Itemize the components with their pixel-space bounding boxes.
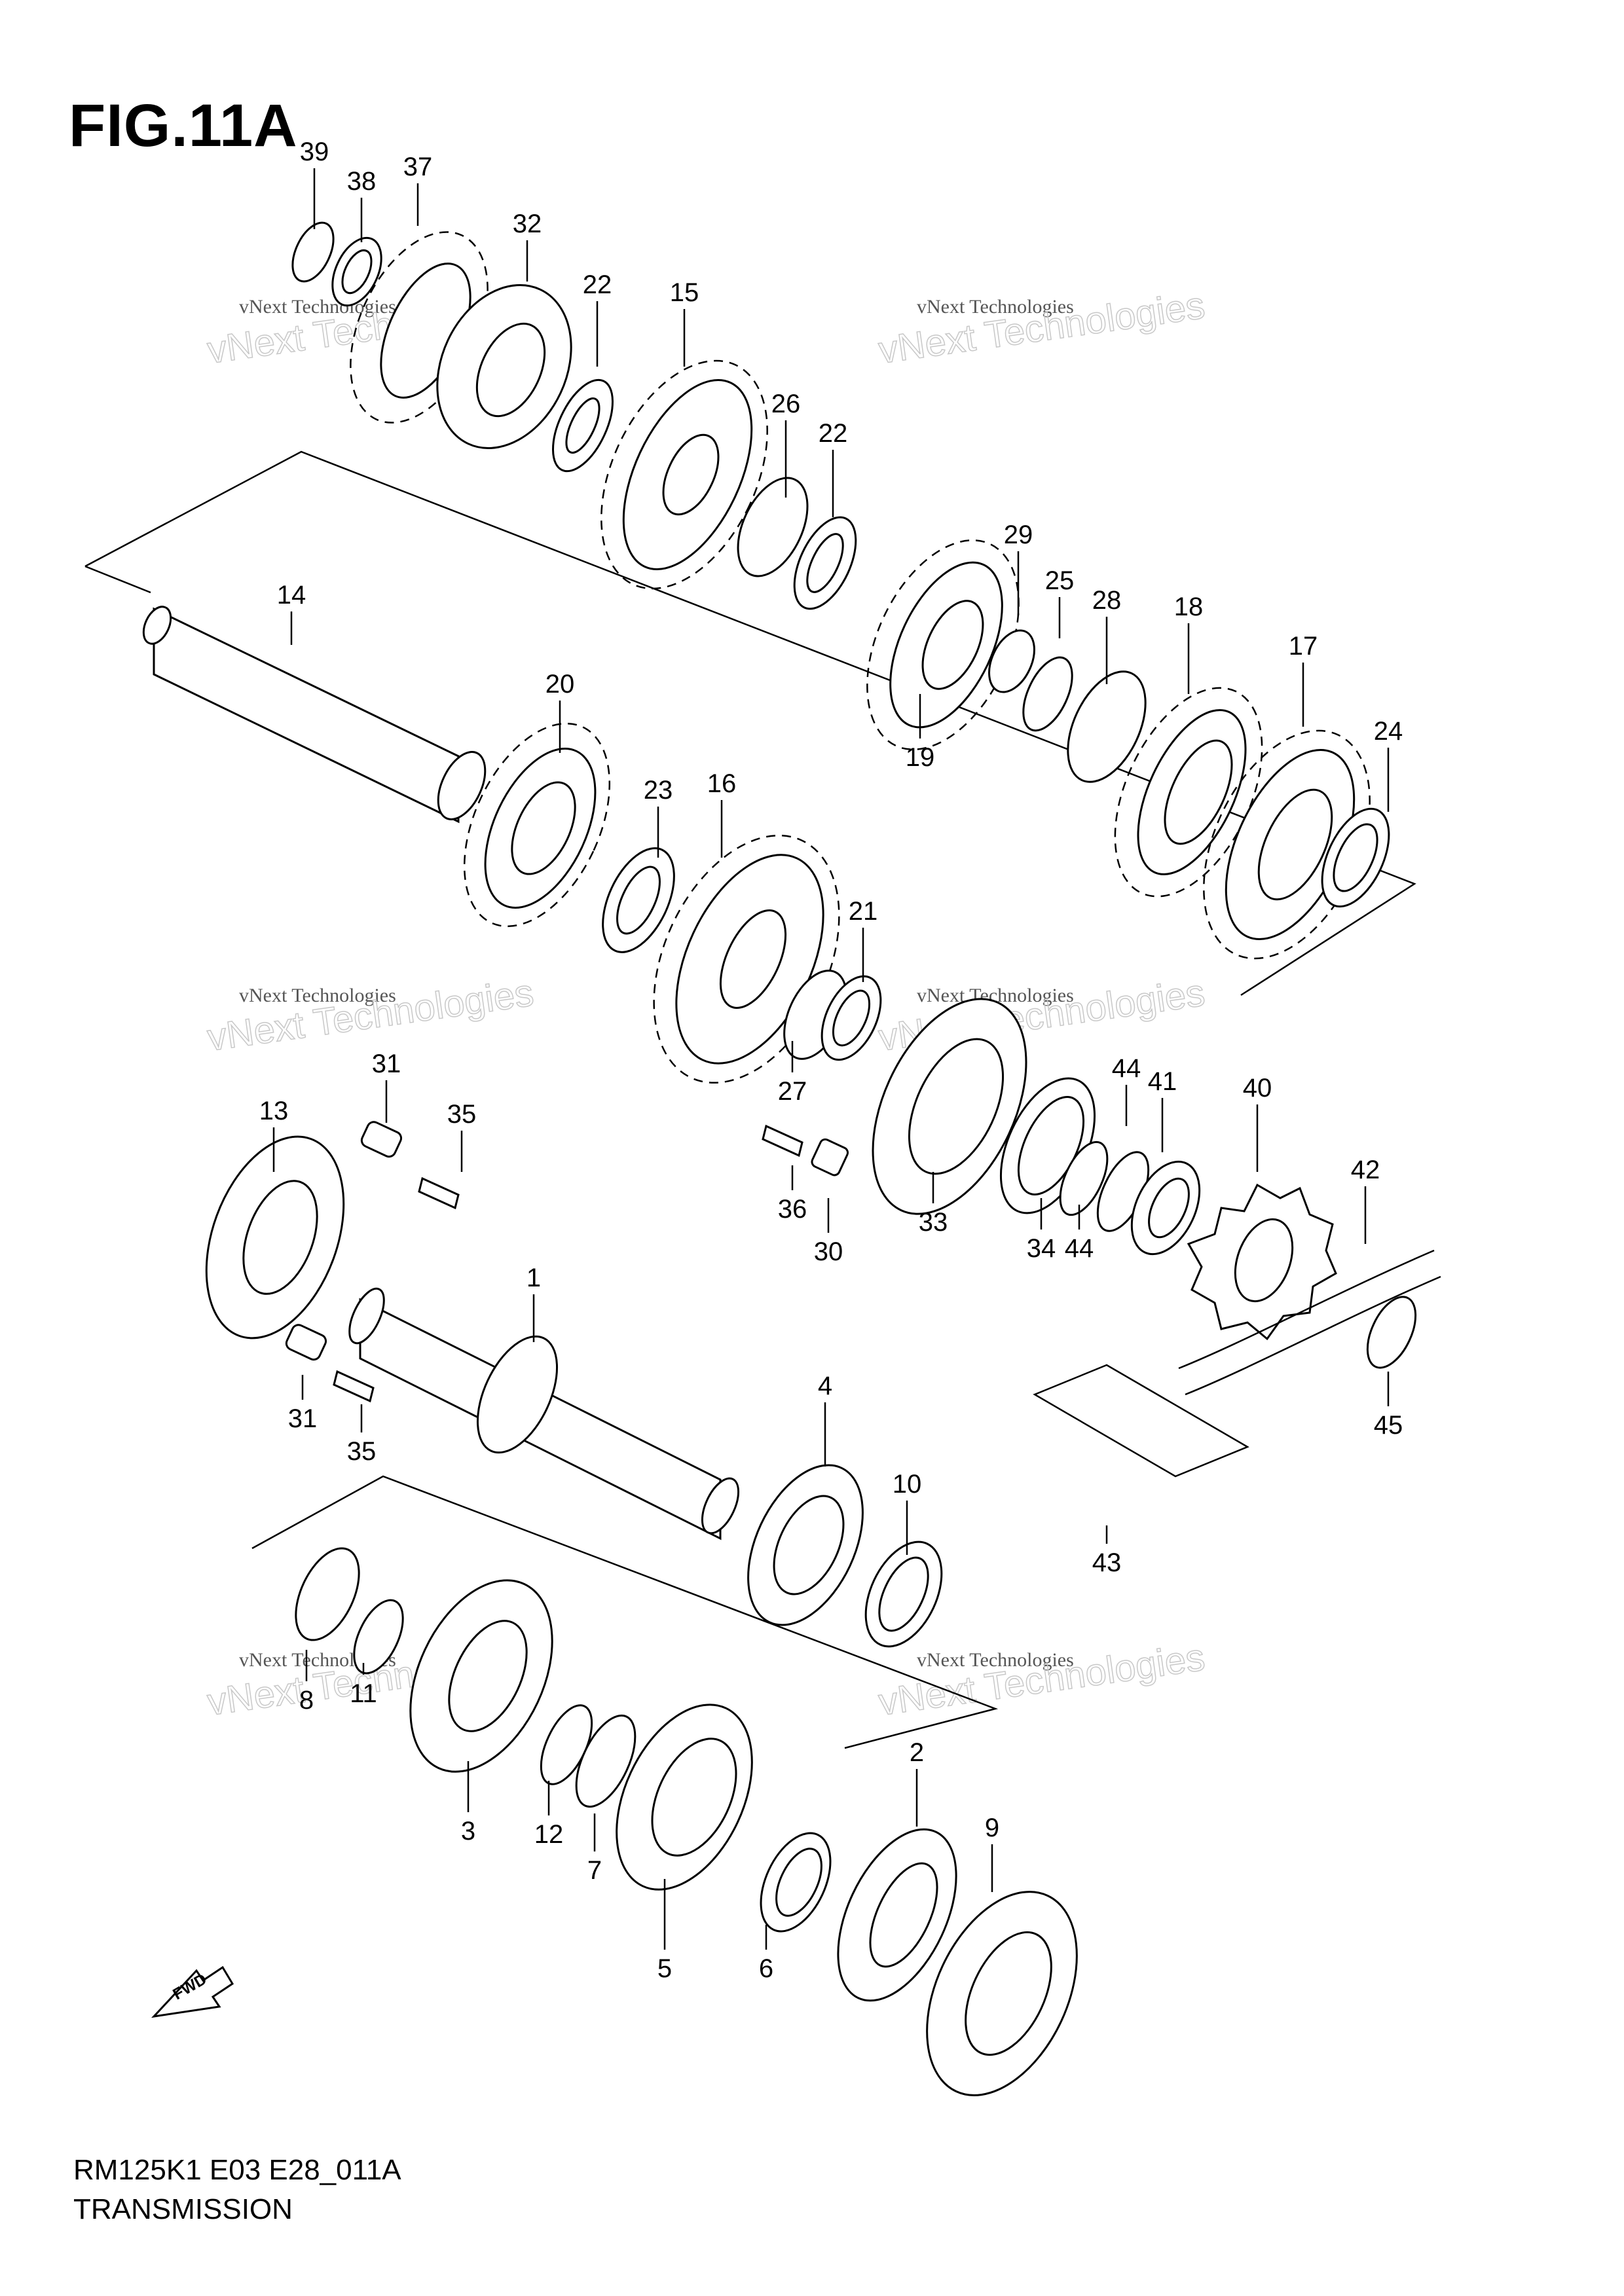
part-callout-c11: 11 <box>350 1679 377 1708</box>
fwd-arrow-icon: FWD <box>151 1965 234 2018</box>
part-callout-c25: 25 <box>1045 566 1075 595</box>
part-callout-c12: 12 <box>534 1820 564 1849</box>
part-callout-c34: 34 <box>1027 1234 1056 1263</box>
part-callout-c2: 2 <box>910 1738 924 1767</box>
part-callout-c28: 28 <box>1092 586 1122 615</box>
part-callout-c33: 33 <box>919 1208 948 1237</box>
figure-title: FIG.11A <box>69 92 298 159</box>
part-callout-c39: 39 <box>300 137 329 166</box>
watermark-text: vNext Technologies <box>917 296 1074 318</box>
driveshaft <box>348 1287 740 1540</box>
upper-parts <box>291 221 1390 960</box>
middle-parts <box>463 722 1201 1256</box>
part-callout-c35b: 35 <box>347 1437 377 1466</box>
part-callout-c21: 21 <box>849 897 878 926</box>
part-callout-c5: 5 <box>657 1954 672 1983</box>
part-callout-c43: 43 <box>1092 1548 1122 1577</box>
left-bearings <box>205 1121 849 1403</box>
part-callout-c19: 19 <box>906 743 935 772</box>
part-callout-c36: 36 <box>778 1195 807 1224</box>
part-callout-c23: 23 <box>644 776 673 805</box>
part-callout-c30: 30 <box>814 1237 843 1266</box>
drive-chain <box>1178 1249 1441 1396</box>
part-callout-c35a: 35 <box>447 1100 477 1129</box>
watermark-text: vNext Technologies <box>239 985 396 1006</box>
part-callout-c14: 14 <box>277 581 306 610</box>
part-callout-c31b: 31 <box>288 1404 318 1433</box>
part-callout-c20: 20 <box>545 670 575 699</box>
watermark-text: vNext Technologies <box>239 296 396 318</box>
part-callout-c40: 40 <box>1243 1074 1272 1102</box>
part-callout-c44a: 44 <box>1112 1054 1141 1083</box>
part-callout-c44b: 44 <box>1065 1234 1094 1263</box>
part-callout-c22b: 22 <box>819 419 848 448</box>
part-callout-c10: 10 <box>893 1470 922 1499</box>
model-code: RM125K1 E03 E28_011A <box>73 2154 401 2186</box>
part-callout-c15: 15 <box>670 278 699 307</box>
part-callout-c37: 37 <box>403 153 433 181</box>
watermark-text: vNext Technologies <box>917 1649 1074 1671</box>
part-callout-c3: 3 <box>461 1817 475 1846</box>
part-callout-c6: 6 <box>759 1954 773 1983</box>
driveshaft-group-frame <box>251 1475 999 1749</box>
countershaft <box>142 606 487 824</box>
part-callout-c42: 42 <box>1351 1156 1380 1184</box>
part-callout-c4: 4 <box>818 1372 832 1400</box>
part-callout-c41: 41 <box>1148 1067 1177 1096</box>
part-callout-c16: 16 <box>707 769 737 798</box>
part-callout-c7: 7 <box>587 1856 602 1885</box>
part-callout-c24: 24 <box>1374 717 1403 746</box>
part-callout-c13: 13 <box>259 1097 289 1125</box>
part-callout-c26: 26 <box>771 390 801 418</box>
part-callout-c38: 38 <box>347 167 377 196</box>
part-callout-c31a: 31 <box>372 1049 401 1078</box>
part-callout-c8: 8 <box>299 1686 314 1715</box>
drive-sprocket <box>1187 1183 1337 1341</box>
lower-parts <box>295 1464 1078 2096</box>
part-callout-c18: 18 <box>1174 592 1204 621</box>
section-name: TRANSMISSION <box>73 2193 293 2225</box>
part-callout-c32: 32 <box>513 210 542 238</box>
part-callout-c27: 27 <box>778 1077 807 1106</box>
chain-joint-frame <box>1033 1364 1249 1478</box>
part-callout-c17: 17 <box>1289 632 1318 661</box>
countershaft-group-frame <box>84 450 1416 996</box>
part-callout-c29: 29 <box>1004 520 1033 549</box>
part-callout-c9: 9 <box>985 1813 999 1842</box>
part-callout-c45: 45 <box>1374 1411 1403 1440</box>
part-callout-c1: 1 <box>526 1264 541 1292</box>
part-callout-c22a: 22 <box>583 270 612 299</box>
